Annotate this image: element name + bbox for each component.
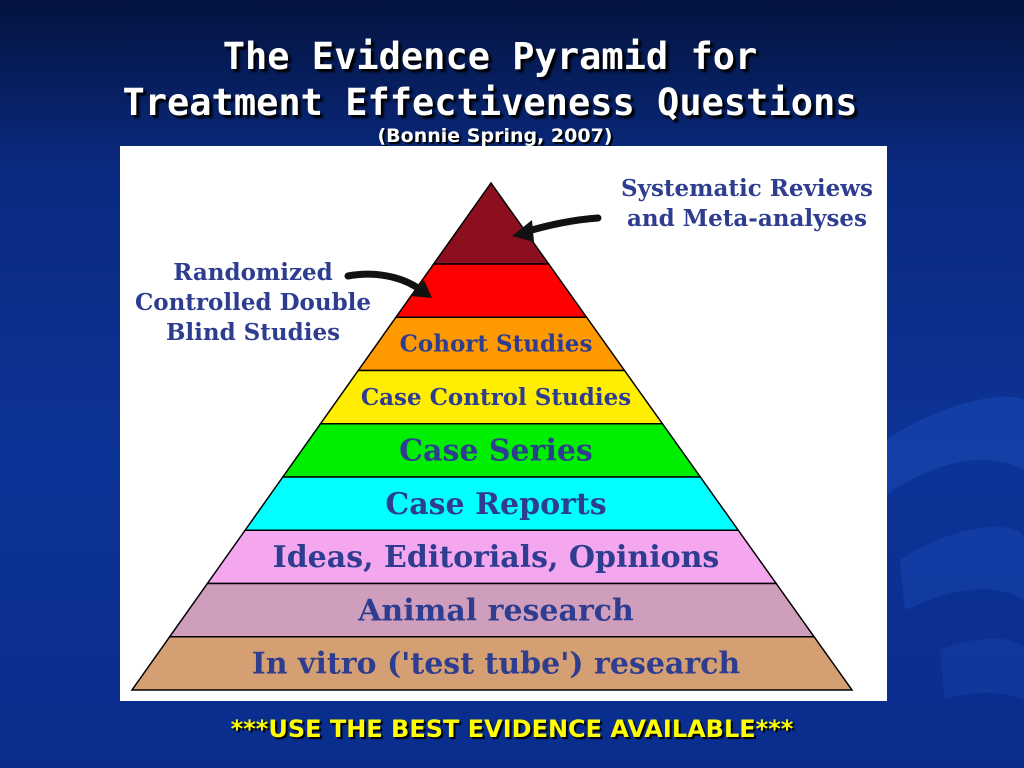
pyramid-level-3-label: Cohort Studies [400, 331, 593, 358]
pyramid-level-4-label: Case Control Studies [361, 384, 631, 411]
systematic-reviews-arrow-head [512, 220, 534, 242]
slide-subtitle: (Bonnie Spring, 2007) [377, 125, 613, 147]
systematic-reviews-callout: Systematic Reviews and Meta-analyses [620, 175, 874, 232]
pyramid-level-9-label: In vitro ('test tube') research [252, 647, 741, 682]
rct-callout: Randomized Controlled Double Blind Studi… [134, 259, 372, 346]
systematic-reviews-arrow [521, 214, 602, 236]
pyramid-level-7-label: Ideas, Editorials, Opinions [273, 540, 720, 575]
pyramid-level-9 [130, 636, 854, 691]
pyramid-level-8-label: Animal research [357, 593, 634, 628]
pyramid-level-5-label: Case Series [399, 434, 593, 469]
slide-title-line-1: The Evidence Pyramid for [222, 35, 758, 78]
rct-arrow-head [410, 280, 432, 298]
best-evidence-note: ***USE THE BEST EVIDENCE AVAILABLE*** [230, 715, 794, 743]
slide-title-line-2: Treatment Effectiveness Questions [122, 81, 858, 124]
pyramid-level-6-label: Case Reports [385, 487, 606, 522]
